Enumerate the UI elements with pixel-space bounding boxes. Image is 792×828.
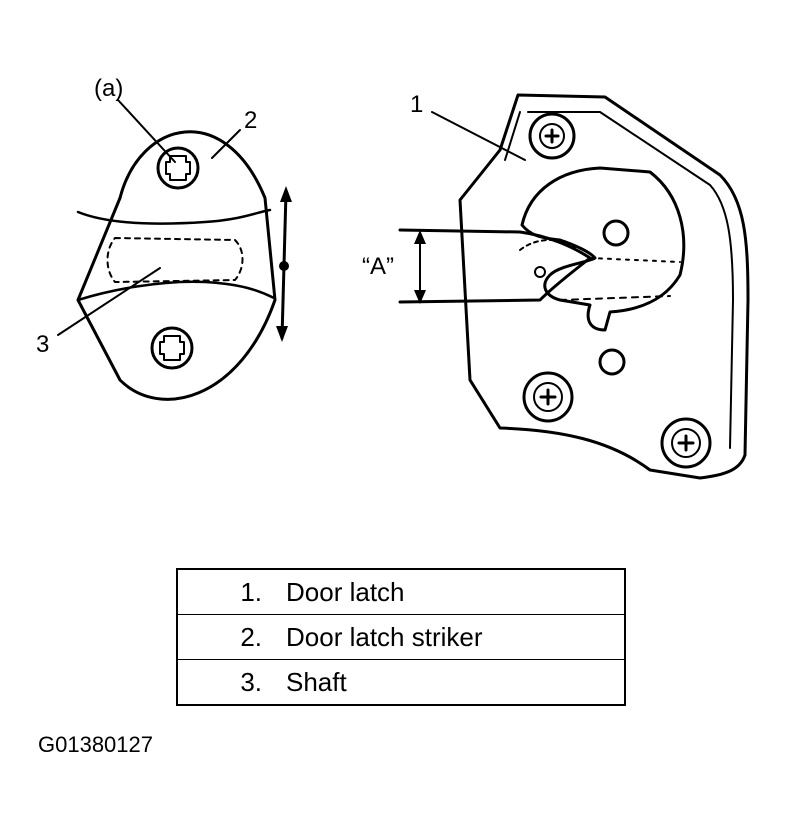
leader-line-2 xyxy=(211,129,241,159)
screw-icon xyxy=(150,326,194,370)
leader-line-a xyxy=(117,99,176,163)
legend-row: 1. Door latch xyxy=(177,569,625,615)
latch-diagram: (a) 2 3 1 “A” xyxy=(36,75,750,480)
label-3: 3 xyxy=(36,331,49,358)
label-a: (a) xyxy=(94,75,123,102)
dimension-a-marker xyxy=(414,230,426,304)
adjustment-arrow-icon xyxy=(276,186,292,342)
screw-icon xyxy=(156,146,200,190)
legend-row: 3. Shaft xyxy=(177,660,625,706)
leader-line-1 xyxy=(431,111,526,161)
legend-row: 2. Door latch striker xyxy=(177,614,625,660)
label-1: 1 xyxy=(410,91,423,118)
leader-line-3 xyxy=(57,267,161,336)
figure-code: G01380127 xyxy=(38,732,153,757)
legend-number: 2. xyxy=(177,614,286,660)
striker-bar xyxy=(398,228,681,304)
legend-text: Door latch striker xyxy=(286,614,625,660)
legend-text: Door latch xyxy=(286,569,625,615)
label-dimension-a: “A” xyxy=(362,253,394,280)
label-2: 2 xyxy=(244,107,257,134)
legend-number: 1. xyxy=(177,569,286,615)
striker-shaft xyxy=(106,237,244,283)
legend-text: Shaft xyxy=(286,666,347,697)
latch-claw xyxy=(520,166,686,376)
screw-icon xyxy=(522,371,574,423)
screw-icon xyxy=(660,417,712,469)
parts-legend: 1. Door latch 2. Door latch striker 3. S… xyxy=(176,568,626,706)
legend-number: 3. xyxy=(240,666,262,697)
latch-housing xyxy=(458,93,750,480)
screw-icon xyxy=(528,112,576,160)
